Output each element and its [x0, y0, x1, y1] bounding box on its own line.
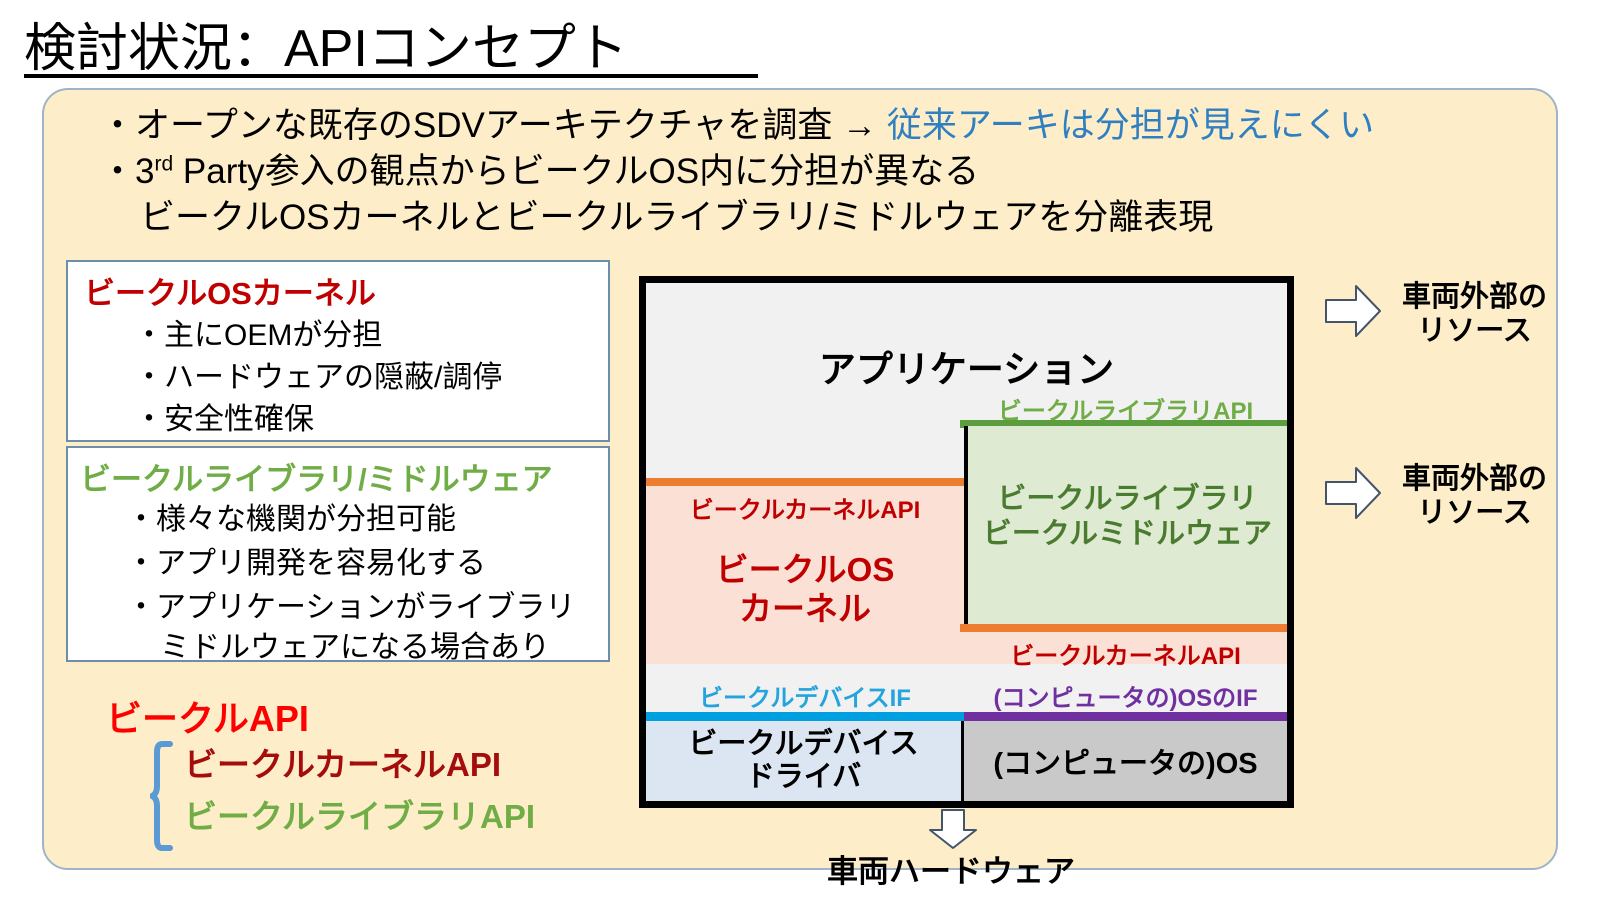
vehicle-os-kernel-label-line1: ビークルOS: [715, 551, 895, 588]
external-resource-mid-line2: リソース: [1417, 497, 1532, 530]
vehicle-kernel-api-rule-left: [646, 478, 964, 486]
computer-os-if-rule: [964, 712, 1287, 721]
library-info-line: ・アプリケーションがライブラリ: [126, 591, 576, 624]
right-arrow-icon-middle: [1325, 467, 1381, 519]
summary-bullet-1: ・オープンな既存のSDVアーキテクチャを調査 → 従来アーキは分担が見えにくい: [100, 108, 1374, 143]
vehicle-library-middleware-box: ビークルライブラリ ビークルミドルウェア: [964, 426, 1287, 624]
external-resource-top-line2: リソース: [1417, 315, 1532, 348]
api-legend-kernel: ビークルカーネルAPI: [184, 746, 502, 783]
summary-bullet-2-superscript: rd: [154, 152, 174, 176]
title-underline: [24, 74, 758, 78]
right-arrow-icon-top: [1325, 285, 1381, 337]
down-arrow-icon: [929, 809, 977, 849]
external-resource-top-line1: 車両外部の: [1402, 281, 1548, 313]
driver-os-row: ビークルデバイス ドライバ (コンピュータの)OS: [646, 721, 1287, 801]
summary-bullet-2: ・3rd Party参入の観点からビークルOS内に分担が異なる: [100, 152, 980, 191]
computer-os-if-label: (コンピュータの)OSのIF: [993, 685, 1258, 712]
library-info-line: ・様々な機関が分担可能: [126, 503, 456, 536]
summary-bullet-2-lead: ・3: [100, 152, 155, 191]
vehicle-device-driver-line1: ビークルデバイス: [688, 727, 919, 760]
vehicle-library-label-line1: ビークルライブラリ: [997, 483, 1258, 515]
summary-bullet-3: ビークルOSカーネルとビークルライブラリ/ミドルウェアを分離表現: [140, 198, 1214, 237]
computer-os-cell: (コンピュータの)OS: [964, 721, 1287, 801]
vehicle-device-if-rule: [646, 712, 964, 721]
vehicle-hardware-label: 車両ハードウェア: [827, 854, 1075, 889]
vehicle-library-label-line2: ビークルミドルウェア: [982, 517, 1273, 550]
vehicle-kernel-api-label-left: ビークルカーネルAPI: [689, 497, 921, 524]
vehicle-device-if-label: ビークルデバイスIF: [699, 685, 911, 712]
architecture-stack-diagram: アプリケーション ビークルカーネルAPI ビークルOS カーネル ビークルライブ…: [639, 276, 1294, 808]
external-resource-label-middle: 車両外部の リソース: [1402, 462, 1547, 530]
vehicle-kernel-api-rule-right: [960, 624, 1287, 632]
kernel-info-heading: ビークルOSカーネル: [84, 276, 376, 311]
library-info-box: ビークルライブラリ/ミドルウェア ・様々な機関が分担可能 ・アプリ開発を容易化す…: [66, 446, 610, 664]
summary-bullet-1-text: ・オープンな既存のSDVアーキテクチャを調査 →: [100, 106, 887, 145]
kernel-info-box: ビークルOSカーネル ・主にOEMが分担 ・ハードウェアの隠蔽/調停 ・安全性確…: [66, 260, 610, 442]
vehicle-device-driver-cell: ビークルデバイス ドライバ: [646, 721, 964, 801]
vehicle-library-middleware-label: ビークルライブラリ ビークルミドルウェア: [968, 482, 1287, 552]
library-info-line: ・アプリ開発を容易化する: [126, 547, 486, 580]
application-layer-label: アプリケーション: [818, 349, 1115, 390]
vehicle-device-driver-line2: ドライバ: [745, 761, 862, 793]
api-legend-library: ビークルライブラリAPI: [184, 798, 536, 835]
vehicle-os-kernel-label: ビークルOS カーネル: [646, 551, 964, 629]
summary-bullet-2-rest: Party参入の観点からビークルOS内に分担が異なる: [173, 152, 980, 191]
brace-icon: [150, 741, 173, 851]
external-resource-label-top: 車両外部の リソース: [1402, 280, 1547, 348]
summary-bullet-1-highlight: 従来アーキは分担が見えにくい: [886, 106, 1375, 145]
content-panel: ・オープンな既存のSDVアーキテクチャを調査 → 従来アーキは分担が見えにくい …: [42, 88, 1558, 889]
api-legend-title: ビークルAPI: [106, 698, 309, 739]
external-resource-mid-line1: 車両外部の: [1402, 463, 1548, 495]
kernel-info-line: ・安全性確保: [134, 403, 314, 436]
library-info-heading: ビークルライブラリ/ミドルウェア: [80, 462, 553, 497]
kernel-info-line: ・主にOEMが分担: [134, 319, 383, 352]
vehicle-kernel-api-label-right: ビークルカーネルAPI: [1010, 643, 1241, 670]
page-title: 検討状況：APIコンセプト: [24, 20, 628, 78]
library-info-line: ミドルウェアになる場合あり: [160, 631, 550, 664]
vehicle-library-api-rule: [960, 420, 1287, 428]
vehicle-os-kernel-label-line2: カーネル: [739, 589, 871, 627]
kernel-info-line: ・ハードウェアの隠蔽/調停: [134, 361, 503, 394]
